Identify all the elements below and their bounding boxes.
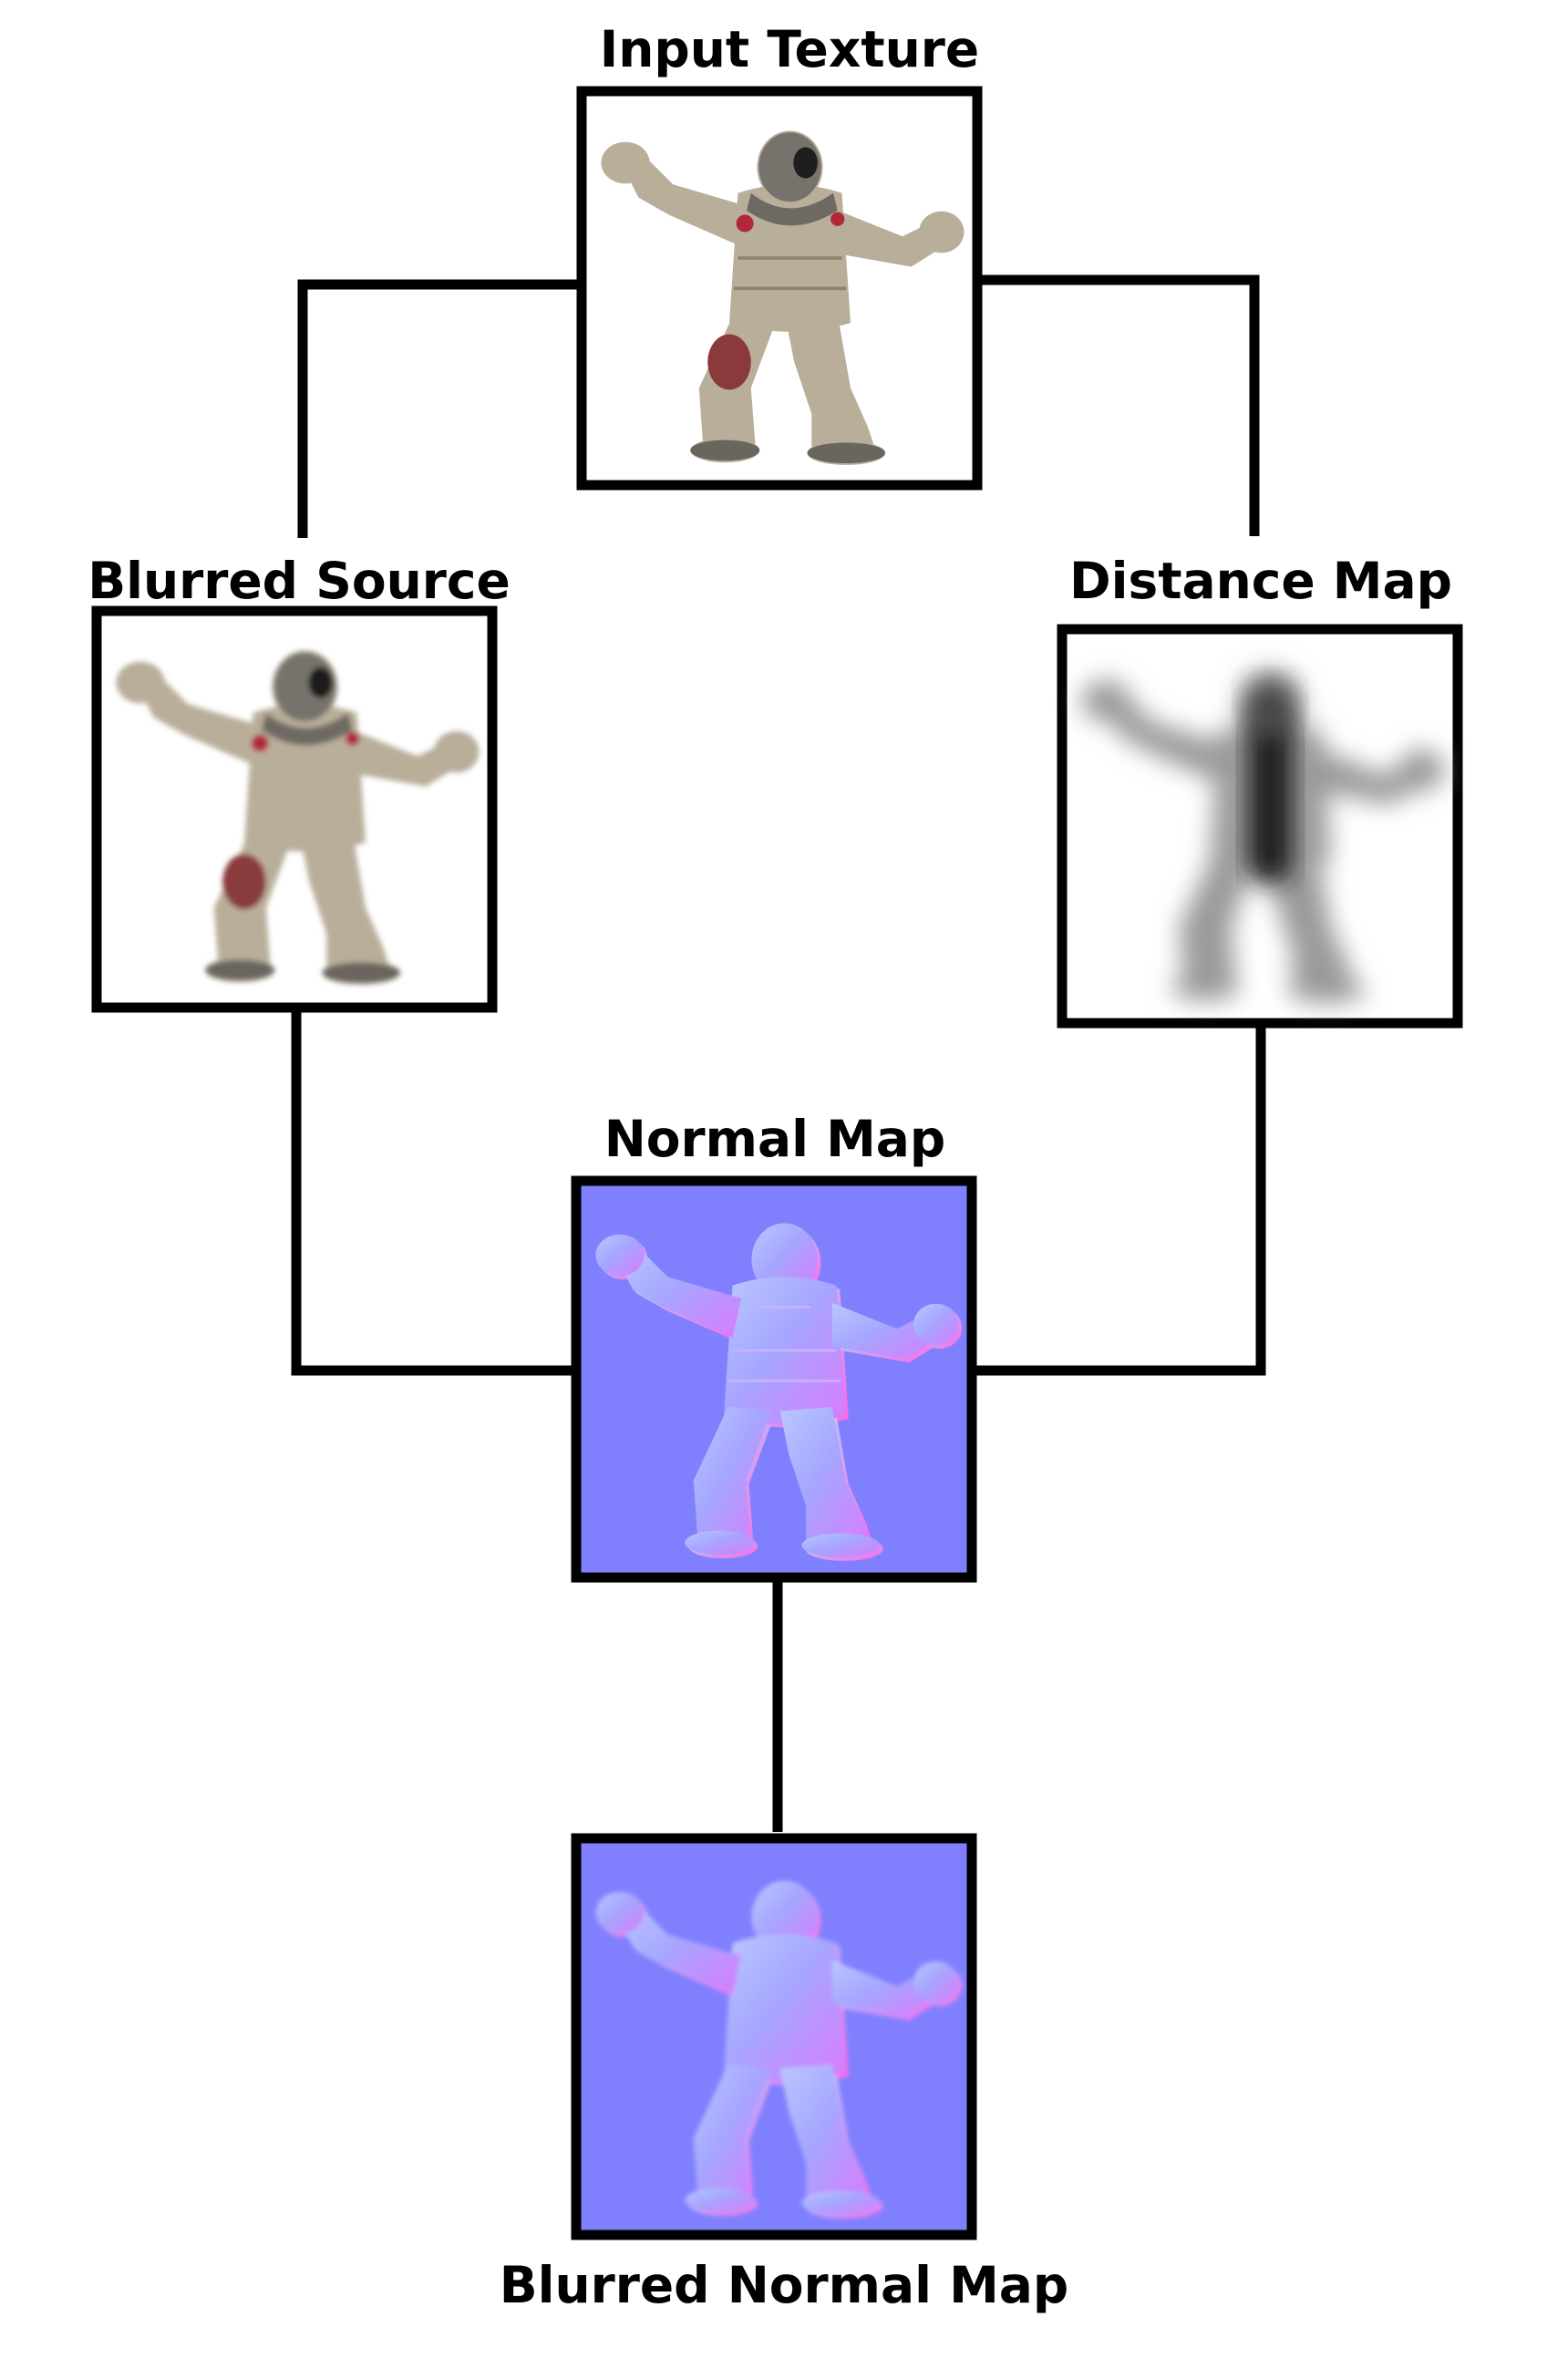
label-input-texture: Input Texture xyxy=(600,20,979,78)
label-distance-map: Distance Map xyxy=(1069,552,1452,610)
panel-input-texture xyxy=(576,86,983,491)
panel-normal-map xyxy=(571,1175,977,1583)
panel-blurred-source xyxy=(91,605,498,1013)
connector-distance-to-normal xyxy=(975,1025,1266,1376)
connectors xyxy=(291,274,1266,1832)
label-blurred-source: Blurred Source xyxy=(88,552,511,610)
panel-distance-map xyxy=(1057,624,1463,1029)
connector-blurred-to-normal xyxy=(291,1010,574,1376)
connector-input-to-distance xyxy=(979,274,1260,536)
figure-photo-blurred-icon xyxy=(116,650,480,986)
figure-normal-map-icon xyxy=(595,1223,963,1561)
label-normal-map: Normal Map xyxy=(604,1110,946,1168)
figure-photo-icon xyxy=(601,130,965,466)
label-blurred-normal-map: Blurred Normal Map xyxy=(500,2256,1069,2314)
connector-input-to-blurred xyxy=(297,279,578,538)
panel-blurred-normal-map xyxy=(571,1833,977,2240)
figure-distance-field-icon xyxy=(1081,668,1445,1004)
